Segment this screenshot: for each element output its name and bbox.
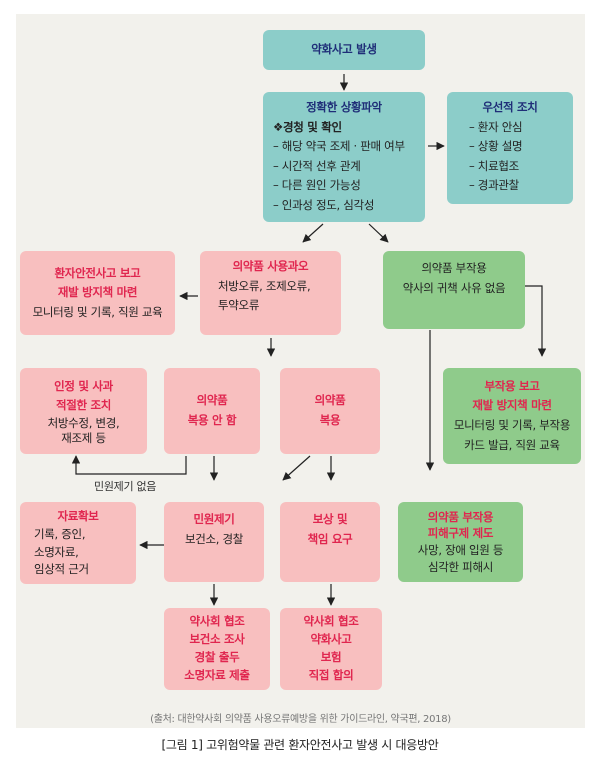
node-taken-title: 복용	[319, 413, 341, 427]
node-assoc1-line: 약사회 협조	[189, 614, 245, 629]
node-assess: 정확한 상황파악 ❖경청 및 확인 – 해당 약국 조제 · 판매 여부 – 시…	[263, 92, 425, 222]
node-priority: 우선적 조치 – 환자 안심 – 상황 설명 – 치료협조 – 경과관찰	[447, 92, 573, 204]
node-assoc2-line: 약화사고	[310, 632, 352, 647]
source-note: (출처: 대한약사회 의약품 사용오류예방을 위한 가이드라인, 약국편, 20…	[150, 714, 451, 725]
arrow-taken-to-complaint	[282, 455, 311, 481]
node-apology-title: 적절한 조치	[55, 398, 112, 413]
node-priority-item: – 치료협조	[469, 158, 519, 173]
node-report-body: 모니터링 및 기록, 직원 교육	[32, 304, 163, 319]
node-assess-item: – 다른 원인 가능성	[273, 178, 361, 193]
node-compensation-title: 책임 요구	[307, 531, 353, 546]
node-assoc1-line: 소명자료 제출	[184, 667, 250, 682]
node-relief-line: 심각한 피해시	[427, 559, 494, 574]
node-evidence-line: 소명자료,	[34, 544, 79, 559]
node-compensation-title: 보상 및	[312, 512, 348, 526]
node-start: 약화사고 발생	[263, 30, 425, 70]
node-apology-line: 재조제 등	[61, 430, 106, 445]
node-assoc2-line: 직접 합의	[308, 667, 354, 682]
node-priority-item: – 환자 안심	[469, 119, 523, 134]
arrow-assess-to-adverse	[368, 223, 389, 243]
node-apology-title: 인정 및 사과	[54, 378, 113, 393]
node-side-report-line: 모니터링 및 기록, 부작용	[453, 418, 571, 432]
node-misuse-title: 의약품 사용과오	[232, 259, 309, 273]
node-complaint: 민원제기 보건소, 경찰	[164, 502, 264, 582]
node-side-report: 부작용 보고 재발 방지책 마련 모니터링 및 기록, 부작용 카드 발급, 직…	[443, 368, 581, 464]
node-report-title: 재발 방지책 마련	[57, 285, 138, 300]
node-adverse-title: 의약품 부작용	[421, 261, 487, 275]
arrow-adverse-to-side-report	[524, 285, 547, 357]
node-evidence: 자료확보 기록, 증인, 소명자료, 임상적 근거	[20, 502, 136, 584]
node-taken-title: 의약품	[314, 393, 346, 408]
node-start-title: 약화사고 발생	[311, 42, 377, 57]
node-adverse: 의약품 부작용 약사의 귀책 사유 없음	[383, 251, 525, 329]
node-taken: 의약품 복용	[280, 368, 380, 454]
arrow-not-taken-to-apology	[71, 455, 187, 475]
figure-caption: [그림 1] 고위험약물 관련 환자안전사고 발생 시 대응방안	[161, 738, 439, 752]
node-evidence-line: 임상적 근거	[34, 562, 89, 577]
node-relief-title: 피해구제 제도	[427, 526, 494, 541]
node-apology-line: 처방수정, 변경,	[47, 415, 120, 430]
node-relief-title: 의약품 부작용	[427, 509, 494, 524]
node-assess-subtitle: ❖경청 및 확인	[273, 119, 342, 134]
node-assess-title: 정확한 상황파악	[306, 100, 382, 114]
arrow-assess-to-misuse	[302, 223, 324, 243]
node-misuse: 의약품 사용과오 처방오류, 조제오류, 투약오류	[200, 251, 341, 335]
node-side-report-title: 부작용 보고	[484, 378, 540, 393]
no-complaint-label: 민원제기 없음	[94, 480, 157, 493]
node-priority-item: – 경과관찰	[469, 178, 519, 193]
node-adverse-body: 약사의 귀책 사유 없음	[402, 280, 506, 295]
node-complaint-body: 보건소, 경찰	[184, 531, 244, 546]
node-misuse-line: 처방오류, 조제오류,	[218, 278, 311, 293]
node-assoc1-line: 경찰 출두	[194, 650, 240, 664]
node-complaint-title: 민원제기	[193, 512, 235, 526]
node-relief-line: 사망, 장애 입원 등	[417, 543, 504, 557]
node-evidence-line: 기록, 증인,	[34, 526, 86, 541]
node-evidence-title: 자료확보	[57, 509, 99, 523]
node-compensation: 보상 및 책임 요구	[280, 502, 380, 582]
node-assess-item: – 해당 약국 조제 · 판매 여부	[273, 139, 405, 154]
node-apology: 인정 및 사과 적절한 조치 처방수정, 변경, 재조제 등	[20, 368, 147, 454]
node-assoc-settlement: 약사회 협조 약화사고 보험 직접 합의	[280, 608, 382, 690]
node-assoc-investigation: 약사회 협조 보건소 조사 경찰 출두 소명자료 제출	[164, 608, 270, 690]
node-assoc2-line: 약사회 협조	[303, 614, 359, 629]
node-not-taken-title: 의약품	[196, 393, 228, 408]
node-assess-item: – 인과성 정도, 심각성	[273, 197, 375, 212]
node-assoc1-line: 보건소 조사	[189, 632, 245, 647]
node-assess-item: – 시간적 선후 관계	[273, 158, 361, 173]
node-side-report-title: 재발 방지책 마련	[472, 398, 552, 413]
node-misuse-line: 투약오류	[218, 298, 260, 313]
node-report: 환자안전사고 보고 재발 방지책 마련 모니터링 및 기록, 직원 교육	[20, 251, 175, 335]
node-priority-item: – 상황 설명	[469, 139, 523, 154]
node-not-taken: 의약품 복용 안 함	[164, 368, 260, 454]
node-relief: 의약품 부작용 피해구제 제도 사망, 장애 입원 등 심각한 피해시	[398, 502, 523, 582]
node-priority-title: 우선적 조치	[482, 100, 538, 114]
node-side-report-line: 카드 발급, 직원 교육	[464, 437, 560, 452]
node-not-taken-title: 복용 안 함	[187, 413, 237, 427]
node-report-title: 환자안전사고 보고	[54, 265, 141, 280]
node-assoc2-line: 보험	[320, 650, 342, 664]
